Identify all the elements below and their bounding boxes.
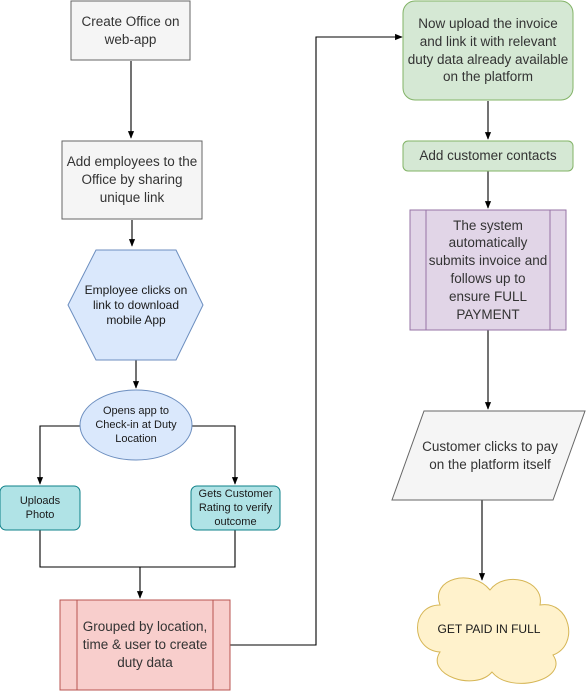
- connector-opens-to-rating: [191, 425, 239, 485]
- uploads-photo-label: Uploads Photo: [19, 494, 61, 521]
- gets-rating-label: Gets Customer Rating to verify outcome: [198, 487, 273, 529]
- system-submits-label: The system automatically submits invoice…: [428, 217, 548, 322]
- employee-clicks-label: Employee clicks on link to download mobi…: [84, 282, 188, 327]
- customer-clicks-label: Customer clicks to pay on the platform i…: [422, 438, 558, 472]
- create-office-label: Create Office on web-app: [81, 13, 180, 47]
- get-paid-label: GET PAID IN FULL: [437, 622, 541, 637]
- upload-invoice-box: [402, 0, 574, 101]
- add-employees-label: Add employees to the Office by sharing u…: [66, 154, 198, 205]
- connector-grouped-to-invoice: [230, 33, 403, 646]
- grouped-process-box: [59, 599, 231, 691]
- add-employees-box: [61, 140, 203, 220]
- gets-rating-box: [190, 485, 281, 531]
- connector-opens-to-uploads: [36, 425, 80, 485]
- connector-uploads-to-grouped: [39, 530, 144, 599]
- upload-invoice-label: Now upload the invoice and link it with …: [407, 15, 569, 85]
- connector-rating-to-grouped: [140, 530, 236, 568]
- add-contacts-label: Add customer contacts: [419, 148, 557, 164]
- employee-clicks-hexagon: [67, 249, 204, 361]
- opens-app-label: Opens app to Check-in at Duty Location: [95, 404, 177, 446]
- add-contacts-box: [402, 140, 574, 172]
- create-office-box: [70, 0, 191, 61]
- customer-clicks-parallelogram: [391, 410, 586, 501]
- opens-app-ellipse: [79, 389, 193, 461]
- system-submits-process-box: [409, 209, 567, 331]
- uploads-photo-box: [0, 485, 81, 531]
- grouped-label: Grouped by location, time & user to crea…: [82, 619, 208, 670]
- get-paid-cloud: [417, 577, 570, 684]
